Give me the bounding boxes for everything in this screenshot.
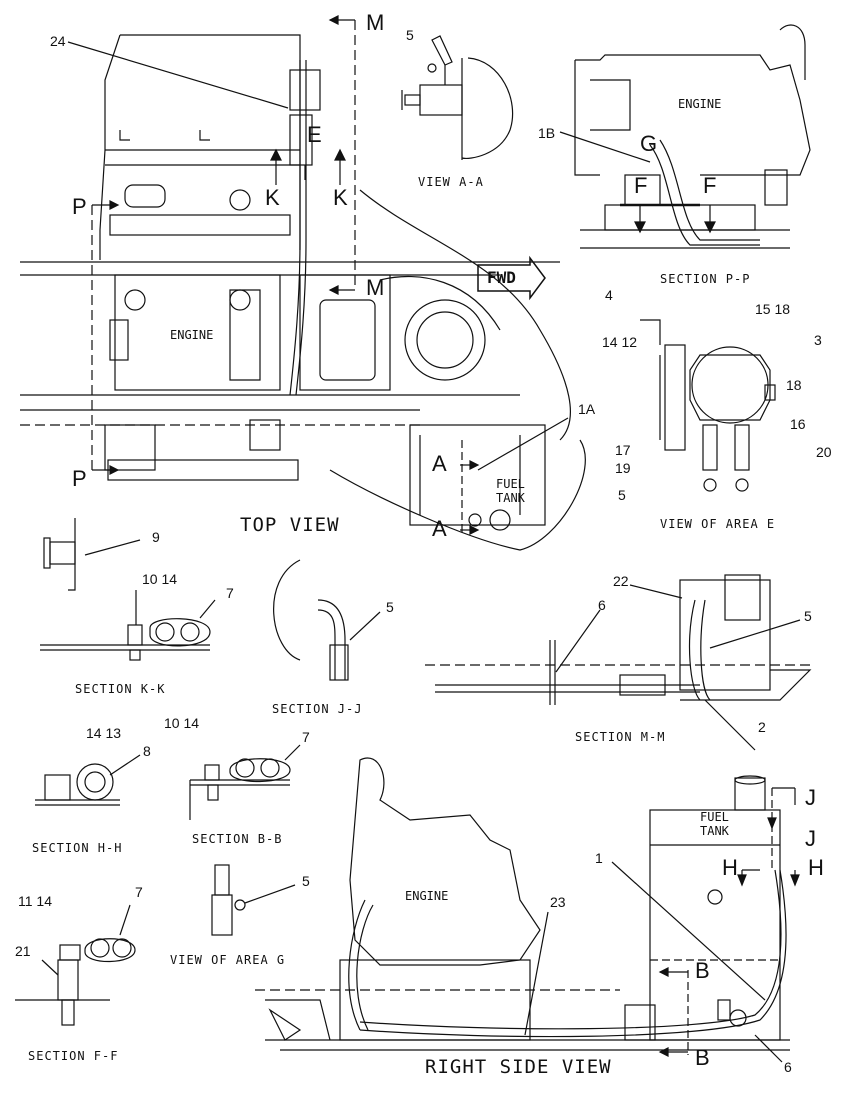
section-letter-f-left: F bbox=[634, 173, 648, 198]
section-letter-a-top: A bbox=[432, 451, 447, 476]
callout-1b: 1B bbox=[538, 125, 556, 141]
view-a-a-caption: VIEW A-A bbox=[418, 175, 484, 189]
section-letter-k-right: K bbox=[333, 185, 348, 210]
callout-19: 19 bbox=[615, 460, 631, 476]
callout-5-area-e: 5 bbox=[618, 487, 626, 503]
callout-4: 4 bbox=[605, 287, 613, 303]
section-k-k-drawing bbox=[40, 518, 216, 661]
section-letter-p-top: P bbox=[72, 194, 87, 219]
callout-7-f-f: 7 bbox=[135, 884, 143, 900]
callout-6-side-view: 6 bbox=[784, 1059, 792, 1075]
top-view-caption: TOP VIEW bbox=[240, 514, 340, 536]
section-b-b-drawing bbox=[189, 744, 301, 820]
callout-16: 16 bbox=[790, 416, 806, 432]
fuel-tank-label-side-line1: FUEL bbox=[700, 810, 729, 824]
section-j-j-drawing bbox=[273, 559, 381, 681]
section-b-b-caption: SECTION B-B bbox=[192, 832, 283, 846]
callout-24: 24 bbox=[50, 33, 66, 49]
section-f-f-caption: SECTION F-F bbox=[28, 1049, 119, 1063]
section-letter-m-top: M bbox=[366, 10, 385, 35]
callout-5-view-a-a: 5 bbox=[406, 27, 414, 43]
callout-20: 20 bbox=[816, 444, 832, 460]
section-letter-a-bottom: A bbox=[432, 516, 447, 541]
section-m-m-caption: SECTION M-M bbox=[575, 730, 666, 744]
callout-5-area-g: 5 bbox=[302, 873, 310, 889]
callout-11-14: 11 14 bbox=[18, 893, 52, 909]
callout-10-14-b-b: 10 14 bbox=[164, 715, 200, 731]
section-letter-g: G bbox=[640, 131, 658, 156]
view-of-area-g-caption: VIEW OF AREA G bbox=[170, 953, 286, 967]
fuel-tank-label-top-line1: FUEL bbox=[496, 477, 525, 491]
callout-3: 3 bbox=[814, 332, 822, 348]
section-letter-k-left: K bbox=[265, 185, 280, 210]
section-p-p-drawing bbox=[559, 24, 811, 249]
callout-18: 18 bbox=[786, 377, 802, 393]
section-h-h-drawing bbox=[35, 754, 141, 806]
callout-14-12: 14 12 bbox=[602, 334, 638, 350]
section-letter-f-right: F bbox=[703, 173, 717, 198]
engine-label-section-p-p: ENGINE bbox=[678, 97, 722, 111]
callout-6-m-m: 6 bbox=[598, 597, 606, 613]
section-letter-j-bottom: J bbox=[805, 826, 816, 851]
callout-9: 9 bbox=[152, 529, 160, 545]
view-of-area-e-caption: VIEW OF AREA E bbox=[660, 517, 776, 531]
section-letter-m-mid: M bbox=[366, 275, 385, 300]
section-letter-b-bottom: B bbox=[695, 1045, 710, 1070]
callout-14-13: 14 13 bbox=[86, 725, 122, 741]
callout-23: 23 bbox=[550, 894, 566, 910]
section-k-k-caption: SECTION K-K bbox=[75, 682, 166, 696]
callout-2: 2 bbox=[758, 719, 766, 735]
section-p-p-caption: SECTION P-P bbox=[660, 272, 751, 286]
engine-label-top-view: ENGINE bbox=[170, 328, 214, 342]
fwd-arrow-label: FWD bbox=[487, 268, 516, 287]
view-a-a-drawing bbox=[401, 35, 514, 160]
section-letter-e: E bbox=[307, 122, 322, 147]
callout-10-14-k-k: 10 14 bbox=[142, 571, 178, 587]
section-j-j-caption: SECTION J-J bbox=[272, 702, 363, 716]
section-m-m-drawing bbox=[425, 574, 812, 751]
view-of-area-e-drawing bbox=[640, 319, 776, 492]
callout-17: 17 bbox=[615, 442, 631, 458]
callout-21: 21 bbox=[15, 943, 31, 959]
callout-7-b-b: 7 bbox=[302, 729, 310, 745]
callout-1a: 1A bbox=[578, 401, 596, 417]
callout-22: 22 bbox=[613, 573, 629, 589]
callout-5-j-j: 5 bbox=[386, 599, 394, 615]
section-f-f-drawing bbox=[15, 904, 136, 1026]
engine-label-side-view: ENGINE bbox=[405, 889, 449, 903]
fuel-tank-label-side-line2: TANK bbox=[700, 824, 729, 838]
callout-15-18: 15 18 bbox=[755, 301, 791, 317]
section-letter-p-bottom: P bbox=[72, 466, 87, 491]
callout-1: 1 bbox=[595, 850, 603, 866]
section-letter-h-right: H bbox=[808, 855, 824, 880]
section-letter-j-top: J bbox=[805, 785, 816, 810]
section-letter-h-left: H bbox=[722, 855, 738, 880]
top-view-drawing bbox=[20, 15, 586, 551]
callout-8: 8 bbox=[143, 743, 151, 759]
callout-5-m-m: 5 bbox=[804, 608, 812, 624]
section-letter-b-top: B bbox=[695, 958, 710, 983]
section-h-h-caption: SECTION H-H bbox=[32, 841, 123, 855]
fuel-tank-label-top-line2: TANK bbox=[496, 491, 525, 505]
callout-7-k-k: 7 bbox=[226, 585, 234, 601]
right-side-view-drawing bbox=[255, 757, 800, 1063]
right-side-view-caption: RIGHT SIDE VIEW bbox=[425, 1056, 612, 1078]
view-of-area-g-drawing bbox=[211, 864, 296, 936]
